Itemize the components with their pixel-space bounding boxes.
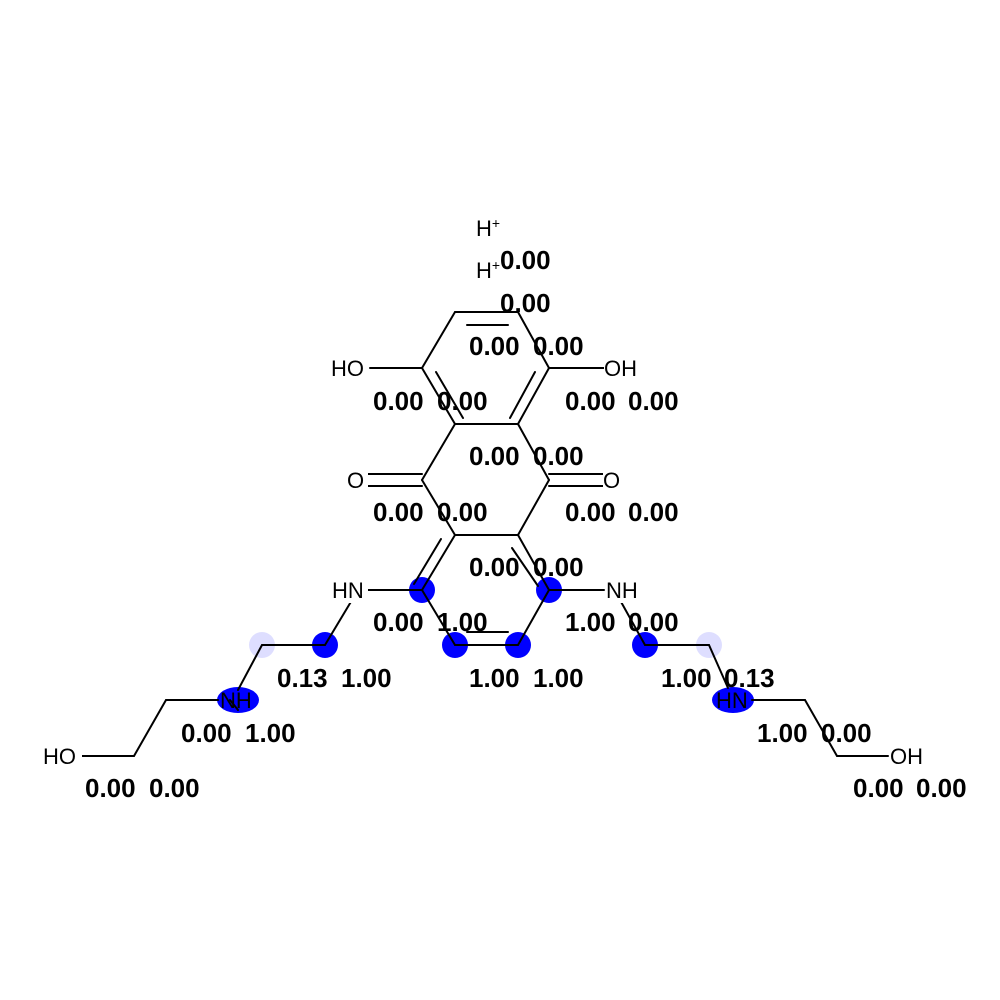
bond	[517, 589, 550, 646]
bond-layer	[81, 311, 889, 757]
bond	[421, 311, 456, 369]
bond	[708, 644, 729, 689]
score-label: 0.00	[533, 552, 584, 582]
bond	[421, 479, 456, 536]
bond	[517, 311, 550, 369]
score-label: 1.00	[533, 663, 584, 693]
bond	[421, 534, 456, 591]
score-label: 1.00	[661, 663, 712, 693]
score-label: 0.00	[469, 331, 520, 361]
atom-label-amine: NH	[220, 688, 252, 713]
atom-highlight	[217, 687, 259, 713]
score-label: 1.00	[437, 607, 488, 637]
score-label-layer: 0.00 0.00 0.00 0.00 0.00 0.00 0.00 0.00 …	[85, 245, 967, 803]
score-label: 1.00	[341, 663, 392, 693]
bond	[517, 367, 550, 425]
score-label: 0.00	[533, 441, 584, 471]
bond	[421, 423, 456, 481]
atom-label-hydroxyl: HO	[331, 356, 364, 381]
bond	[421, 589, 456, 646]
score-label: 0.00	[628, 607, 679, 637]
bond	[435, 371, 464, 419]
score-label: 0.00	[500, 245, 551, 275]
atom-highlight	[712, 687, 754, 713]
bond	[421, 367, 456, 425]
score-label: 0.13	[724, 663, 775, 693]
bond	[619, 599, 646, 646]
score-label: 1.00	[469, 663, 520, 693]
bond	[324, 599, 353, 646]
atom-label-amine: HN	[332, 578, 364, 603]
score-label: 0.00	[85, 773, 136, 803]
score-label: 0.00	[469, 552, 520, 582]
score-label: 0.00	[437, 497, 488, 527]
atom-label-amine: NH	[606, 578, 638, 603]
bond	[509, 371, 536, 419]
bond	[133, 699, 167, 757]
score-label: 0.00	[373, 386, 424, 416]
score-label: 0.00	[853, 773, 904, 803]
atom-label-hydroxyl: HO	[43, 744, 76, 769]
atom-label-h-plus: H+	[476, 257, 500, 283]
score-label: 0.00	[437, 386, 488, 416]
bond	[517, 534, 550, 591]
bond	[413, 538, 442, 585]
score-label: 0.00	[821, 718, 872, 748]
score-label: 0.00	[373, 497, 424, 527]
score-label: 0.00	[916, 773, 967, 803]
bond	[517, 423, 550, 481]
bond	[237, 644, 263, 691]
atom-label-hydroxyl: OH	[890, 744, 923, 769]
score-label: 0.00	[469, 441, 520, 471]
score-label: 0.13	[277, 663, 328, 693]
score-label: 0.00	[628, 386, 679, 416]
bond	[511, 547, 539, 587]
bond	[229, 699, 239, 711]
atom-label-oxygen: O	[347, 468, 364, 493]
bond	[517, 479, 550, 536]
atom-label-h-plus: H+	[476, 215, 500, 241]
atom-label-oxygen: O	[603, 468, 620, 493]
score-label: 0.00	[149, 773, 200, 803]
atom-label-hydroxyl: OH	[604, 356, 637, 381]
score-label: 0.00	[565, 386, 616, 416]
score-label: 0.00	[533, 331, 584, 361]
score-label: 0.00	[373, 607, 424, 637]
bond	[804, 699, 838, 757]
score-label: 0.00	[500, 288, 551, 318]
score-label: 0.00	[181, 718, 232, 748]
score-label: 1.00	[565, 607, 616, 637]
atom-label-amine: HN	[716, 688, 748, 713]
score-label: 0.00	[565, 497, 616, 527]
score-label: 1.00	[245, 718, 296, 748]
score-label: 1.00	[757, 718, 808, 748]
atom-label-layer: H+ H+ HO OH O O HN NH NH HN HO OH	[42, 215, 929, 769]
score-label: 0.00	[628, 497, 679, 527]
